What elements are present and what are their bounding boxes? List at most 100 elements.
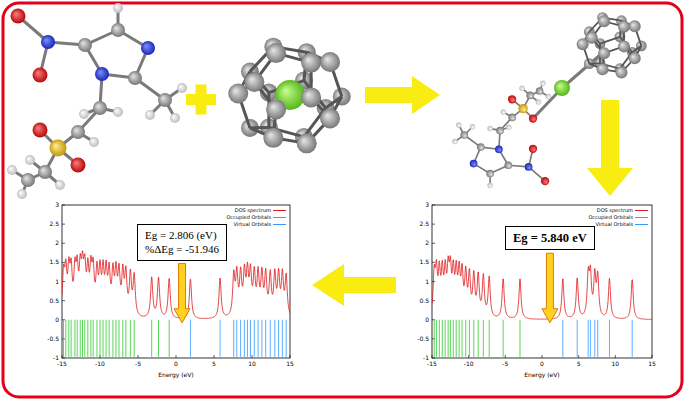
occupied-orbital xyxy=(87,320,88,357)
axis-tick-label: 5 xyxy=(567,361,591,367)
occupied-orbital xyxy=(478,320,479,357)
atom xyxy=(452,139,458,145)
atom xyxy=(496,127,504,135)
axis-tick-label: 1 xyxy=(36,279,59,285)
virtual-orbital xyxy=(632,320,633,357)
calcium-atom xyxy=(554,80,570,96)
axis-tick-label: -0.5 xyxy=(406,336,429,342)
cage-atom xyxy=(266,43,286,63)
axis-tick-label: 15 xyxy=(278,361,302,367)
cage-atom xyxy=(244,72,264,92)
occupied-orbital xyxy=(169,320,170,357)
cage-atom xyxy=(263,128,283,148)
virtual-orbital xyxy=(250,320,251,357)
molecule xyxy=(7,3,187,199)
virtual-orbital xyxy=(577,320,578,357)
atom xyxy=(111,23,125,37)
outer-frame xyxy=(3,3,682,397)
tick-mark xyxy=(432,243,435,244)
cage-bond xyxy=(326,97,342,108)
occupied-orbital xyxy=(122,320,123,357)
atom xyxy=(113,3,123,13)
axis-tick-label: 2.5 xyxy=(36,221,59,227)
tick-mark xyxy=(432,262,435,263)
plus-sign xyxy=(186,85,216,115)
occupied-orbital xyxy=(442,320,443,357)
axis-tick-label: -15 xyxy=(420,361,444,367)
cage-atom xyxy=(320,52,340,72)
atom xyxy=(95,67,109,81)
occupied-orbital xyxy=(483,320,484,357)
legend-line-sample xyxy=(273,222,286,227)
virtual-orbital xyxy=(254,320,255,357)
gap-arrows xyxy=(174,253,558,323)
atom xyxy=(25,155,35,165)
plot-frame xyxy=(62,205,290,358)
tick-mark xyxy=(252,355,253,358)
virtual-orbital xyxy=(588,320,589,357)
atom xyxy=(41,35,55,49)
atom xyxy=(55,180,65,190)
axis-tick-label: 2.5 xyxy=(406,221,429,227)
axis-tick-label: 10 xyxy=(603,361,627,367)
legend-line xyxy=(273,210,286,211)
occupied-orbital xyxy=(106,320,107,357)
atom xyxy=(486,170,494,178)
tick-mark xyxy=(290,355,291,358)
legend-line xyxy=(635,217,648,218)
axis-tick-label: 1 xyxy=(406,279,429,285)
virtual-orbital xyxy=(240,320,241,357)
atom xyxy=(525,163,533,171)
atom xyxy=(89,137,99,147)
cage-atom xyxy=(618,40,630,52)
virtual-orbital xyxy=(244,320,245,357)
axis-title: Energy (eV) xyxy=(136,372,216,378)
occupied-orbital xyxy=(503,320,504,357)
atom xyxy=(477,143,485,151)
occupied-orbital xyxy=(112,320,113,357)
legend-entry: Virtual Orbitals xyxy=(233,222,288,227)
virtual-orbital xyxy=(282,320,283,357)
occupied-orbital xyxy=(439,320,440,357)
atom xyxy=(508,95,516,103)
axis-tick-label: 0 xyxy=(164,361,188,367)
occupied-orbital xyxy=(489,320,490,357)
cage-atom xyxy=(598,15,610,27)
axis-tick-label: -15 xyxy=(50,361,74,367)
occupied-orbital xyxy=(100,320,101,357)
tick-mark xyxy=(62,300,65,301)
virtual-orbital xyxy=(265,320,266,357)
atom xyxy=(145,110,155,120)
atom xyxy=(170,113,180,123)
virtual-orbital xyxy=(609,320,610,357)
legend-text: Virtual Orbitals xyxy=(596,222,634,227)
occupied-orbital xyxy=(520,320,521,357)
axis-tick-label: -0.5 xyxy=(36,336,59,342)
atom xyxy=(487,126,493,131)
occupied-orbital xyxy=(450,320,451,357)
occupied-orbital xyxy=(109,320,110,357)
occupied-orbital xyxy=(436,320,437,357)
plot-frame xyxy=(432,205,652,358)
occupied-orbital xyxy=(158,320,159,357)
cage-atom xyxy=(320,108,340,128)
atom xyxy=(128,71,142,85)
cage-atom xyxy=(597,63,609,75)
atom xyxy=(508,114,516,122)
cage-atom xyxy=(629,20,641,32)
atom xyxy=(529,114,537,122)
occupied-orbital xyxy=(80,320,81,357)
occupied-orbital xyxy=(119,320,120,357)
plus-bar xyxy=(196,85,207,115)
cage-bond xyxy=(600,37,620,44)
legend-entry: Occupied Orbitals xyxy=(225,215,287,220)
legend-line xyxy=(273,217,286,218)
legend-line xyxy=(635,224,648,225)
gap-arrow xyxy=(542,253,558,323)
axis-tick-label: -10 xyxy=(457,361,481,367)
tick-mark xyxy=(138,355,139,358)
virtual-orbital xyxy=(286,320,287,357)
occupied-orbital xyxy=(134,320,135,357)
virtual-orbital xyxy=(278,320,279,357)
